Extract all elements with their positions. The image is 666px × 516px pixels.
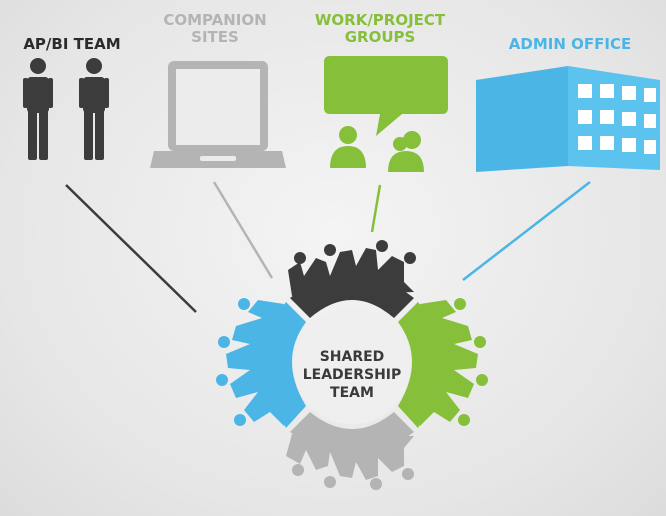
label-work-project-groups: WORK/PROJECT GROUPS xyxy=(296,12,464,46)
connector-ap-bi xyxy=(65,184,197,313)
center-label: SHARED LEADERSHIP TEAM xyxy=(293,348,411,402)
center-label-line2: LEADERSHIP xyxy=(302,367,402,383)
center-circle xyxy=(294,308,410,424)
person-pair-icon xyxy=(23,58,109,160)
leadership-ring xyxy=(216,240,488,490)
speech-bubble-people-icon xyxy=(324,56,448,172)
label-work-line1: WORK/PROJECT xyxy=(314,11,446,29)
label-admin-office: ADMIN OFFICE xyxy=(480,36,660,53)
label-ap-bi-team-text: AP/BI TEAM xyxy=(23,35,121,53)
connector-companion xyxy=(212,181,274,279)
laptop-icon xyxy=(150,61,286,168)
connector-admin xyxy=(462,181,591,281)
office-building-icon xyxy=(476,66,660,172)
label-admin-office-text: ADMIN OFFICE xyxy=(508,35,632,53)
label-companion-line2: SITES xyxy=(191,28,239,46)
label-work-line2: GROUPS xyxy=(344,28,416,46)
label-ap-bi-team: AP/BI TEAM xyxy=(8,36,136,53)
center-label-line3: TEAM xyxy=(330,385,374,401)
connector-work xyxy=(370,184,382,233)
label-companion-sites: COMPANION SITES xyxy=(150,12,280,46)
center-label-line1: SHARED xyxy=(319,349,385,365)
label-companion-line1: COMPANION xyxy=(163,11,267,29)
